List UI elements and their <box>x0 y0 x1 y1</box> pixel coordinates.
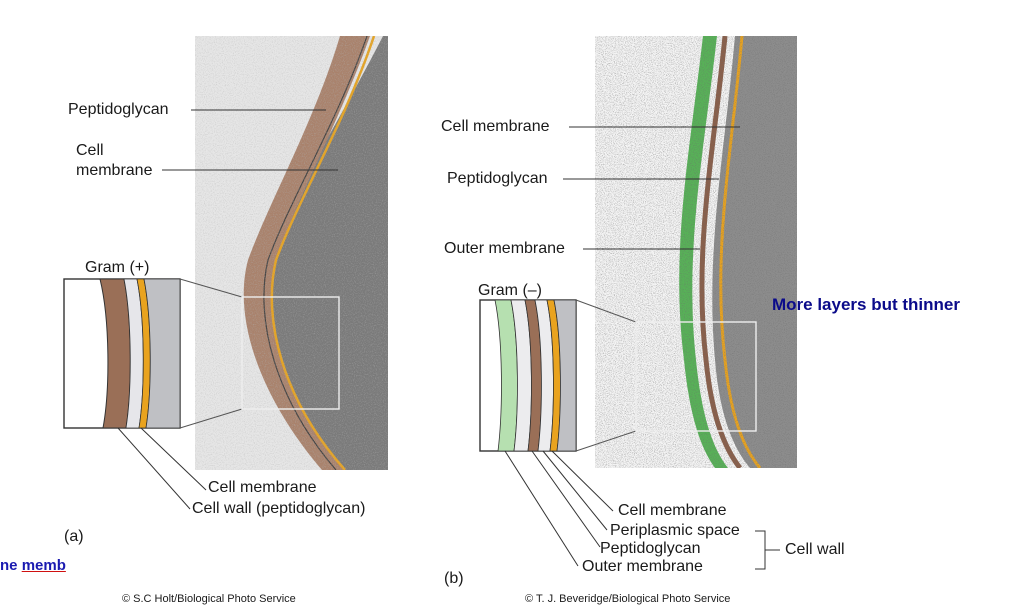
bottom-cell-wall-b: Cell wall <box>785 541 845 559</box>
bottom-periplasmic-space: Periplasmic space <box>610 522 740 540</box>
label-peptidoglycan-b: Peptidoglycan <box>447 170 548 188</box>
annotation-more-layers: More layers but thinner <box>772 295 960 315</box>
label-cell-a: Cell <box>76 142 104 160</box>
bottom-cell-membrane-a: Cell membrane <box>208 479 316 497</box>
gram-negative-micrograph <box>595 36 797 468</box>
left-cut-text: ne memb <box>0 557 66 574</box>
gram-positive-label: Gram (+) <box>85 259 149 277</box>
panel-letter-b: (b) <box>444 570 464 588</box>
label-membrane-a: membrane <box>76 162 152 180</box>
gram-negative-label: Gram (–) <box>478 282 542 300</box>
gram-positive-micrograph <box>195 36 388 470</box>
bottom-cell-membrane-b: Cell membrane <box>618 502 726 520</box>
label-outer-membrane-b: Outer membrane <box>444 240 565 258</box>
left-cut-text-part1: ne <box>0 557 22 574</box>
label-peptidoglycan-a: Peptidoglycan <box>68 101 169 119</box>
left-cut-text-part2: memb <box>22 557 66 574</box>
bottom-cell-wall-a: Cell wall (peptidoglycan) <box>192 500 365 518</box>
bottom-peptidoglycan-b: Peptidoglycan <box>600 540 701 558</box>
credit-b: © T. J. Beveridge/Biological Photo Servi… <box>525 590 730 608</box>
label-cell-membrane-b: Cell membrane <box>441 118 549 136</box>
panel-letter-a: (a) <box>64 528 84 546</box>
credit-a: © S.C Holt/Biological Photo Service <box>122 590 296 608</box>
bottom-outer-membrane-b: Outer membrane <box>582 558 703 576</box>
